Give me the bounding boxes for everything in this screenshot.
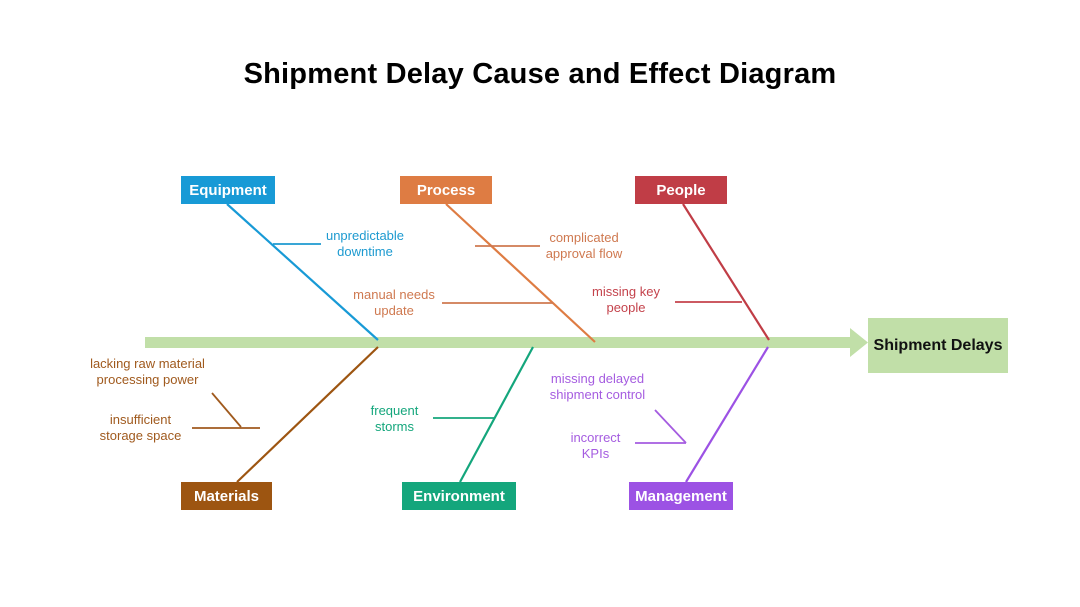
cause-incorrect-kpis: incorrect KPIs [570, 430, 621, 461]
category-box-management: Management [629, 482, 733, 510]
cause-missing-key-people: missing key people [592, 284, 660, 315]
bone-materials [236, 346, 379, 483]
bone-environment [459, 346, 534, 483]
cause-frequent-storms: frequent storms [370, 403, 419, 434]
category-box-equipment: Equipment [181, 176, 275, 204]
cause-insufficient-storage-space: insufficient storage space [99, 412, 182, 443]
category-box-materials: Materials [181, 482, 272, 510]
bone-process [445, 203, 596, 343]
diagram-title: Shipment Delay Cause and Effect Diagram [243, 58, 837, 90]
connector-lacking-raw-material [211, 392, 242, 428]
cause-manual-needs-update: manual needs update [353, 287, 435, 318]
cause-lacking-raw-material-processing-power: lacking raw material processing power [90, 356, 205, 387]
connector-missing-delayed-shipment-control [654, 409, 687, 444]
bone-people [682, 203, 770, 341]
category-box-environment: Environment [402, 482, 516, 510]
bone-equipment [226, 203, 379, 341]
category-box-process: Process [400, 176, 492, 204]
cause-unpredictable-downtime: unpredictable downtime [325, 228, 405, 259]
category-box-people: People [635, 176, 727, 204]
spine-arrow [145, 328, 868, 357]
effect-box-shipment-delays: Shipment Delays [868, 318, 1008, 373]
bone-management [685, 346, 769, 483]
cause-complicated-approval-flow: complicated approval flow [545, 230, 623, 261]
cause-missing-delayed-shipment-control: missing delayed shipment control [549, 371, 646, 402]
